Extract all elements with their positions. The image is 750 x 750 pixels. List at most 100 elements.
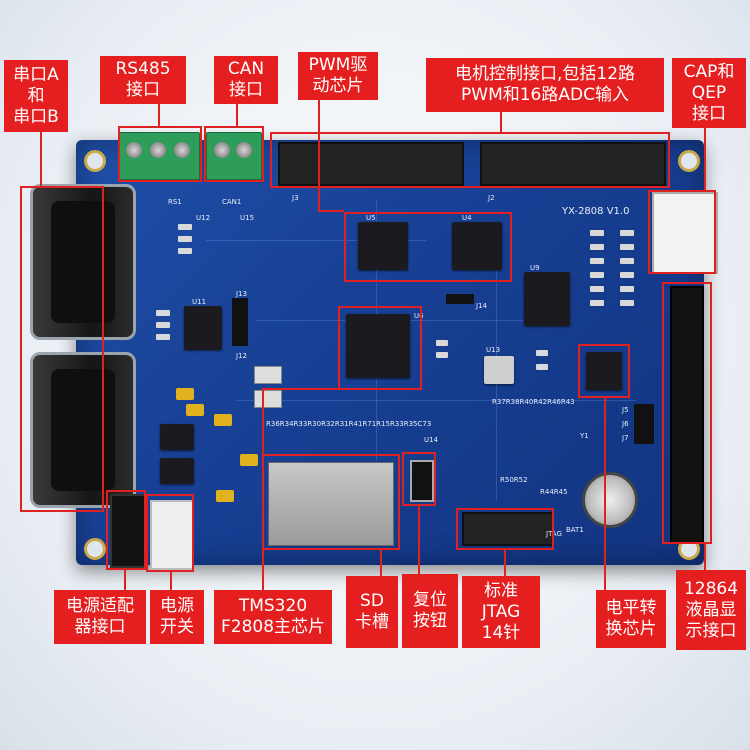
silk-r50r52: R50R52 xyxy=(500,476,528,484)
screw xyxy=(236,142,252,158)
leader-line xyxy=(262,390,264,590)
motor-header-j3 xyxy=(278,142,464,186)
smd-part xyxy=(156,334,170,340)
silk-u9: U9 xyxy=(530,264,540,272)
trace xyxy=(206,240,426,241)
pwm-driver-chip-u5 xyxy=(358,222,408,270)
silk-j2: J2 xyxy=(488,194,495,202)
silk-bat1: BAT1 xyxy=(566,526,584,534)
box-lcd xyxy=(662,282,712,544)
smd-part xyxy=(620,258,634,264)
leader-line xyxy=(504,550,506,576)
box-motor-interface xyxy=(270,132,670,188)
silk-j7: J7 xyxy=(622,434,629,442)
mounting-hole xyxy=(678,150,700,172)
smd-part xyxy=(620,300,634,306)
leader-line xyxy=(704,544,706,570)
leader-line xyxy=(500,112,502,132)
label-sd: SD 卡槽 xyxy=(346,576,398,648)
sd-card-slot xyxy=(268,462,394,546)
coin-cell-battery xyxy=(582,472,638,528)
tantalum-capacitor xyxy=(176,388,194,400)
reset-button xyxy=(410,460,434,502)
leader-line xyxy=(236,104,238,126)
smd-part xyxy=(436,340,448,346)
silk-u11: U11 xyxy=(192,298,207,306)
box-jtag xyxy=(456,508,554,550)
tantalum-capacitor xyxy=(240,454,258,466)
box-serial xyxy=(20,186,104,512)
serial-port-b-connector xyxy=(30,352,136,508)
tactile-switch-s2 xyxy=(254,366,282,384)
leader-line xyxy=(318,210,344,212)
silk-j12: J12 xyxy=(236,352,247,360)
serial-port-a-connector xyxy=(30,184,136,340)
oscillator-u13 xyxy=(484,356,514,384)
smd-part xyxy=(178,236,192,242)
leader-line xyxy=(158,104,160,126)
main-chip-tms320f2808 xyxy=(346,314,410,378)
board-name: YX-2808 V1.0 xyxy=(562,206,630,217)
silk-j5: J5 xyxy=(622,406,629,414)
leader-line xyxy=(418,506,420,574)
tactile-switch-s3 xyxy=(254,390,282,408)
silk-resistor-row-2: R36R34R33R30R32R31R41R71R15R33R35C73 xyxy=(266,420,432,428)
label-main-chip: TMS320 F2808主芯片 xyxy=(214,590,332,644)
regulator-u2 xyxy=(160,458,194,484)
box-power-switch xyxy=(146,494,194,572)
leader-line xyxy=(604,398,606,590)
silk-u15: U15 xyxy=(240,214,255,222)
screw xyxy=(150,142,166,158)
smd-part xyxy=(590,272,604,278)
label-capqep: CAP和 QEP 接口 xyxy=(672,58,746,128)
smd-part xyxy=(178,224,192,230)
screw xyxy=(214,142,230,158)
motor-header-j2 xyxy=(480,142,666,186)
tantalum-capacitor xyxy=(186,404,204,416)
jumper-j5-j7 xyxy=(634,404,654,444)
silk-j13: J13 xyxy=(236,290,247,298)
label-reset: 复位 按钮 xyxy=(402,574,458,648)
box-sd xyxy=(262,454,400,550)
silk-u6: U6 xyxy=(414,312,424,320)
smd-part xyxy=(620,272,634,278)
label-level-shift: 电平转 换芯片 xyxy=(596,590,666,648)
silk-y1: Y1 xyxy=(580,432,589,440)
mounting-hole xyxy=(84,538,106,560)
box-can xyxy=(204,126,264,182)
regulator-u1 xyxy=(160,424,194,450)
smd-part xyxy=(620,244,634,250)
pwm-driver-chip-u4 xyxy=(452,222,502,270)
screw xyxy=(126,142,142,158)
smd-part xyxy=(620,286,634,292)
tantalum-capacitor xyxy=(214,414,232,426)
can-terminal-block xyxy=(206,132,262,180)
box-reset xyxy=(402,452,436,506)
smd-part xyxy=(536,364,548,370)
silk-rs1: RS1 xyxy=(168,198,182,206)
silk-u14: U14 xyxy=(424,436,439,444)
silk-u4: U4 xyxy=(462,214,472,222)
mounting-hole xyxy=(84,150,106,172)
tantalum-capacitor xyxy=(216,490,234,502)
smd-part xyxy=(156,310,170,316)
silk-resistor-row: R37R38R40R42R46R43 xyxy=(492,398,575,406)
box-main-chip xyxy=(338,306,422,390)
smd-part xyxy=(178,248,192,254)
leader-line xyxy=(170,572,172,590)
box-power-adapter xyxy=(106,490,146,570)
label-jtag: 标准 JTAG 14针 xyxy=(462,576,540,648)
power-adapter-jack xyxy=(110,494,146,568)
label-power-switch: 电源 开关 xyxy=(150,590,204,644)
silk-r44r45: R44R45 xyxy=(540,488,568,496)
leader-line xyxy=(318,100,320,212)
silk-u13: U13 xyxy=(486,346,501,354)
box-level-shift xyxy=(578,344,630,398)
screw xyxy=(174,142,190,158)
label-pwm-driver: PWM驱 动芯片 xyxy=(298,52,378,100)
jumper-j14 xyxy=(446,294,474,304)
label-lcd: 12864 液晶显 示接口 xyxy=(676,570,746,650)
jumper-j13 xyxy=(232,298,248,346)
trace xyxy=(236,400,636,401)
silk-u12: U12 xyxy=(196,214,211,222)
